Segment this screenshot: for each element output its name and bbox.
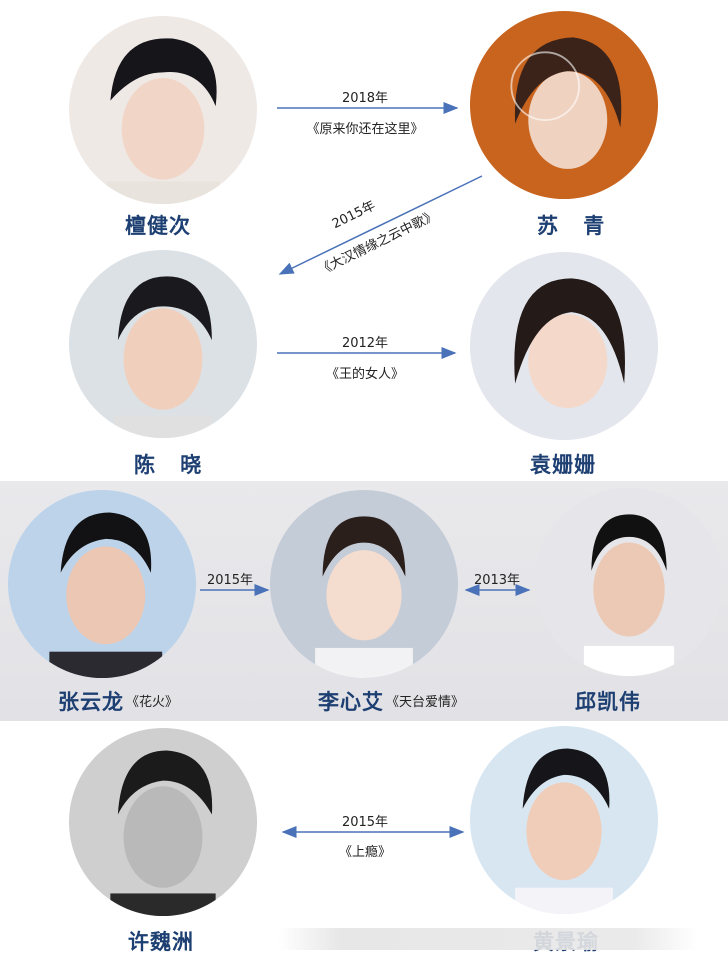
name-qiu-kaiwei: 邱凯伟 — [575, 690, 641, 714]
work-li-xinai: 《天台爱情》 — [386, 695, 465, 710]
photo-xu-weizhou — [69, 728, 257, 916]
link-year-su-chen: 2015年 — [329, 198, 378, 233]
name-li-xinai: 李心艾 — [318, 690, 384, 714]
name-yuan-shanshan: 袁姗姗 — [530, 453, 596, 477]
link-year-chen-yuan: 2012年 — [341, 336, 389, 351]
link-year-tan-su: 2018年 — [341, 91, 389, 106]
name-tan-jianci: 檀健次 — [125, 214, 191, 238]
photo-yuan-shanshan — [470, 252, 658, 440]
name-xu-weizhou: 许魏洲 — [128, 930, 194, 954]
link-work-chen-yuan: 《王的女人》 — [325, 367, 404, 382]
watermark-blur — [278, 928, 698, 950]
name-su-qing: 苏 青 — [537, 214, 614, 238]
link-year-zhang-li: 2015年 — [206, 573, 254, 588]
photo-su-qing — [470, 11, 658, 199]
work-zhang-yunlong: 《花火》 — [126, 695, 179, 710]
photo-chen-xiao — [69, 250, 257, 438]
photo-li-xinai — [270, 490, 458, 678]
photo-zhang-yunlong — [8, 490, 196, 678]
photo-huang-jingyu — [470, 726, 658, 914]
link-year-xu-huang: 2015年 — [341, 815, 389, 830]
photo-qiu-kaiwei — [535, 488, 723, 676]
arrow-su-to-chen — [278, 175, 483, 275]
photo-tan-jianci — [69, 16, 257, 204]
name-zhang-yunlong: 张云龙 — [58, 690, 124, 714]
link-year-li-qiu: 2013年 — [473, 573, 521, 588]
name-chen-xiao: 陈 晓 — [134, 453, 211, 477]
link-work-tan-su: 《原来你还在这里》 — [306, 122, 424, 137]
link-work-xu-huang: 《上瘾》 — [338, 845, 391, 860]
